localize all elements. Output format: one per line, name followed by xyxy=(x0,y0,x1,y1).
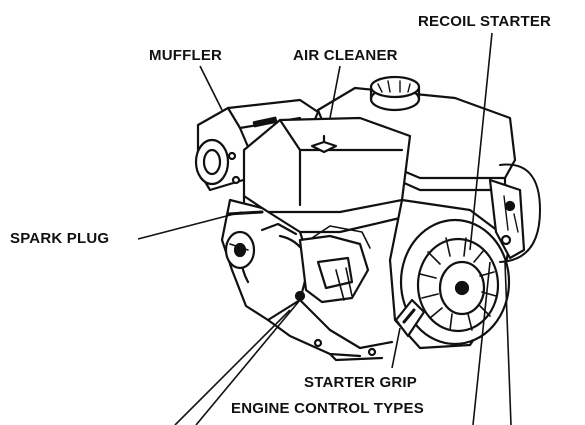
leader-recoil-starter xyxy=(469,32,493,251)
recoil-starter-part xyxy=(388,178,526,350)
leader-control-4 xyxy=(504,261,512,425)
muffler-label: MUFFLER xyxy=(149,47,223,64)
starter-grip-label: STARTER GRIP xyxy=(304,374,417,391)
leader-lines xyxy=(137,32,512,425)
air-cleaner-label: AIR CLEANER xyxy=(293,47,398,64)
engine-control-types-label: ENGINE CONTROL TYPES xyxy=(231,400,424,417)
leader-control-3 xyxy=(472,261,491,425)
recoil-starter-label: RECOIL STARTER xyxy=(418,13,552,30)
leader-starter-grip xyxy=(391,327,401,369)
leader-spark-plug xyxy=(137,211,243,240)
leader-air-cleaner xyxy=(329,65,341,119)
leader-control-2 xyxy=(195,299,301,425)
air-cleaner-part xyxy=(242,116,412,234)
leader-muffler xyxy=(199,65,223,111)
engine-block xyxy=(220,198,394,362)
leader-control-1 xyxy=(174,309,291,425)
spark-plug-label: SPARK PLUG xyxy=(10,230,110,247)
